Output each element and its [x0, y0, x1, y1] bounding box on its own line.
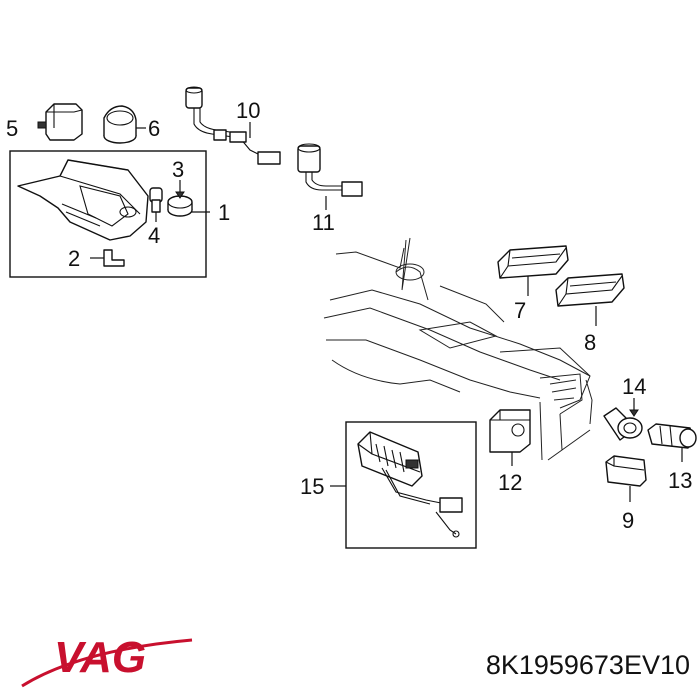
- part-13-cylinder-socket[interactable]: [647, 423, 697, 462]
- logo-swoosh-icon: [21, 638, 193, 688]
- brand-logo-text: VAG: [54, 633, 146, 682]
- callout-2: 2: [68, 246, 80, 271]
- part-3-round-insert[interactable]: [167, 180, 193, 217]
- part-6-knob[interactable]: [103, 105, 146, 144]
- callout-6: 6: [148, 116, 160, 141]
- callout-15: 15: [300, 474, 324, 499]
- part-7-switch-panel[interactable]: [497, 245, 569, 296]
- part-11-socket-lead[interactable]: [297, 143, 363, 210]
- center-console-outline: [323, 237, 593, 461]
- callout-8: 8: [584, 330, 596, 355]
- part-8-switch-panel[interactable]: [555, 273, 625, 326]
- callout-7: 7: [514, 298, 526, 323]
- part-number: 8K1959673EV10: [486, 650, 690, 680]
- callout-3: 3: [172, 157, 184, 182]
- module-group-box: [345, 421, 477, 549]
- callout-11: 11: [312, 210, 335, 235]
- callout-14: 14: [622, 374, 646, 399]
- part-9-small-switch[interactable]: [605, 455, 647, 502]
- part-2-clip[interactable]: [90, 249, 125, 267]
- callout-13: 13: [668, 468, 692, 493]
- callout-9: 9: [622, 508, 634, 533]
- part-4-small-button[interactable]: [149, 187, 163, 222]
- callout-5: 5: [6, 116, 18, 141]
- callout-1: 1: [218, 200, 230, 225]
- part-10-wiring-harness[interactable]: [185, 86, 281, 165]
- callout-10: 10: [236, 98, 260, 123]
- part-14-socket[interactable]: [603, 398, 643, 441]
- vag-logo: VAG: [21, 633, 193, 688]
- part-1-shift-trim-panel[interactable]: [17, 159, 210, 241]
- part-15-control-module[interactable]: [330, 431, 463, 538]
- shift-trim-group-box: [9, 150, 207, 278]
- callout-12: 12: [498, 470, 522, 495]
- callout-4: 4: [148, 223, 160, 248]
- part-5-switch[interactable]: [37, 103, 83, 141]
- part-12-box-switch[interactable]: [489, 409, 531, 466]
